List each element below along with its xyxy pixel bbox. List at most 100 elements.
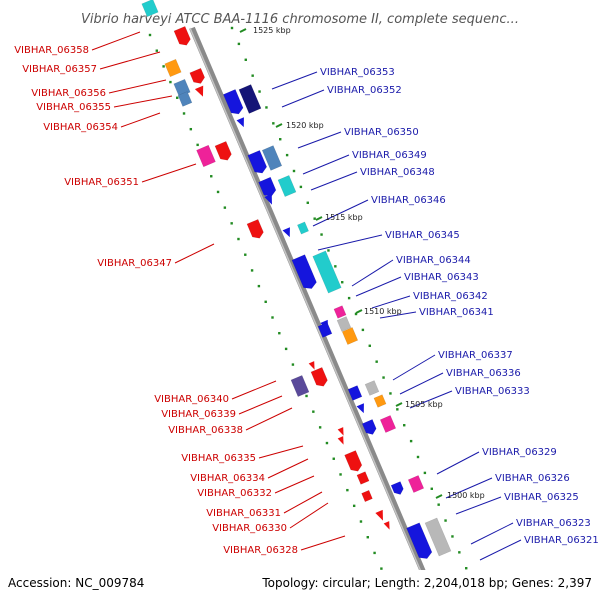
- guide-dot: [465, 567, 468, 570]
- gene-label[interactable]: VIBHAR_06321: [524, 535, 599, 546]
- leader-line: [108, 79, 167, 94]
- leader-line: [271, 71, 318, 90]
- gene-label[interactable]: VIBHAR_06328: [223, 545, 298, 556]
- guide-dot: [305, 394, 308, 398]
- gene-arrow: [375, 509, 383, 521]
- gene-label[interactable]: VIBHAR_06353: [320, 67, 395, 78]
- guide-dot: [451, 535, 454, 538]
- gene-label[interactable]: VIBHAR_06347: [97, 258, 172, 269]
- guide-dot: [444, 519, 447, 522]
- gene-label[interactable]: VIBHAR_06329: [482, 447, 557, 458]
- gene-block: [238, 84, 262, 114]
- gene-block: [333, 305, 347, 319]
- leader-line: [302, 154, 350, 175]
- gene-label[interactable]: VIBHAR_06335: [181, 453, 256, 464]
- gene-label[interactable]: VIBHAR_06337: [438, 350, 513, 361]
- gene-arrow: [173, 26, 191, 46]
- gene-arrow: [383, 521, 390, 530]
- leader-line: [274, 475, 315, 494]
- leader-line: [91, 31, 141, 51]
- guide-dot: [264, 300, 267, 304]
- leader-line: [445, 477, 493, 499]
- gene-label[interactable]: VIBHAR_06348: [360, 167, 435, 178]
- gene-label[interactable]: VIBHAR_06346: [371, 195, 446, 206]
- gene-label[interactable]: VIBHAR_06341: [419, 307, 494, 318]
- guide-dot: [306, 201, 309, 204]
- gene-label[interactable]: VIBHAR_06342: [413, 291, 488, 302]
- gene-label[interactable]: VIBHAR_06356: [31, 88, 106, 99]
- leader-line: [231, 380, 277, 400]
- guide-dot: [347, 296, 351, 300]
- guide-dot: [271, 316, 274, 319]
- gene-block: [290, 375, 310, 397]
- guide-dot: [389, 392, 392, 395]
- gene-label[interactable]: VIBHAR_06354: [43, 122, 118, 133]
- guide-dot: [250, 269, 254, 272]
- guide-dot: [244, 58, 247, 61]
- kbp-tick: [355, 309, 363, 314]
- gene-label[interactable]: VIBHAR_06336: [446, 368, 521, 379]
- guide-dot: [318, 426, 322, 429]
- guide-dot: [332, 457, 335, 460]
- gene-label[interactable]: VIBHAR_06343: [404, 272, 479, 283]
- gene-label[interactable]: VIBHAR_06344: [396, 255, 471, 266]
- gene-label[interactable]: VIBHAR_06357: [22, 64, 97, 75]
- gene-label[interactable]: VIBHAR_06352: [327, 85, 402, 96]
- guide-dot: [409, 439, 413, 443]
- guide-dot: [230, 222, 233, 225]
- gene-label[interactable]: VIBHAR_06338: [168, 425, 243, 436]
- accession-text: Accession: NC_009784: [8, 576, 144, 590]
- gene-label[interactable]: VIBHAR_06334: [190, 473, 265, 484]
- gene-label[interactable]: VIBHAR_06325: [504, 492, 579, 503]
- gene-label[interactable]: VIBHAR_06323: [516, 518, 591, 529]
- guide-dot: [162, 65, 165, 68]
- kbp-label: 1500 kbp: [447, 491, 485, 500]
- gene-arrow: [344, 450, 363, 472]
- gene-label[interactable]: VIBHAR_06340: [154, 394, 229, 405]
- leader-line: [267, 458, 309, 479]
- gene-arrow: [291, 254, 317, 289]
- guide-dot: [396, 408, 399, 411]
- gene-block: [177, 91, 193, 107]
- gene-arrow: [337, 436, 344, 445]
- leader-line: [355, 276, 402, 297]
- gene-arrow: [406, 522, 433, 559]
- leader-line: [436, 451, 480, 475]
- gene-label[interactable]: VIBHAR_06345: [385, 230, 460, 241]
- kbp-label: 1520 kbp: [286, 121, 324, 130]
- guide-dot: [375, 360, 378, 363]
- gene-label[interactable]: VIBHAR_06355: [36, 102, 111, 113]
- leader-line: [245, 407, 293, 431]
- gene-label[interactable]: VIBHAR_06358: [14, 45, 89, 56]
- gene-block: [277, 175, 297, 197]
- guide-dot: [257, 284, 261, 288]
- guide-dot: [251, 74, 254, 77]
- gene-block: [141, 0, 159, 18]
- kbp-label: 1515 kbp: [325, 213, 363, 222]
- gene-label[interactable]: VIBHAR_06326: [495, 473, 570, 484]
- guide-dot: [339, 473, 342, 476]
- gene-label[interactable]: VIBHAR_06331: [206, 508, 281, 519]
- gene-block: [356, 471, 370, 485]
- gene-label[interactable]: VIBHAR_06351: [64, 177, 139, 188]
- guide-dot: [430, 487, 433, 490]
- leader-line: [351, 259, 394, 287]
- gene-arrow: [246, 219, 264, 239]
- gene-label[interactable]: VIBHAR_06330: [212, 523, 287, 534]
- gene-label[interactable]: VIBHAR_06350: [344, 127, 419, 138]
- guide-dot: [272, 122, 275, 125]
- gene-label[interactable]: VIBHAR_06349: [352, 150, 427, 161]
- gene-label[interactable]: VIBHAR_06333: [455, 386, 530, 397]
- kbp-scale: 1525 kbp 1520 kbp 1515 kbp 1510 kbp 1505…: [253, 26, 485, 500]
- guide-dot: [279, 138, 282, 141]
- leader-line: [371, 295, 411, 309]
- gene-label[interactable]: VIBHAR_06339: [161, 409, 236, 420]
- gene-block: [341, 327, 359, 345]
- guide-dot: [437, 503, 440, 506]
- gene-label[interactable]: VIBHAR_06332: [197, 488, 272, 499]
- guide-dot: [341, 281, 344, 284]
- leader-line: [312, 199, 369, 227]
- guide-dot: [285, 153, 289, 157]
- leader-line: [310, 171, 358, 191]
- guide-dot: [312, 410, 315, 413]
